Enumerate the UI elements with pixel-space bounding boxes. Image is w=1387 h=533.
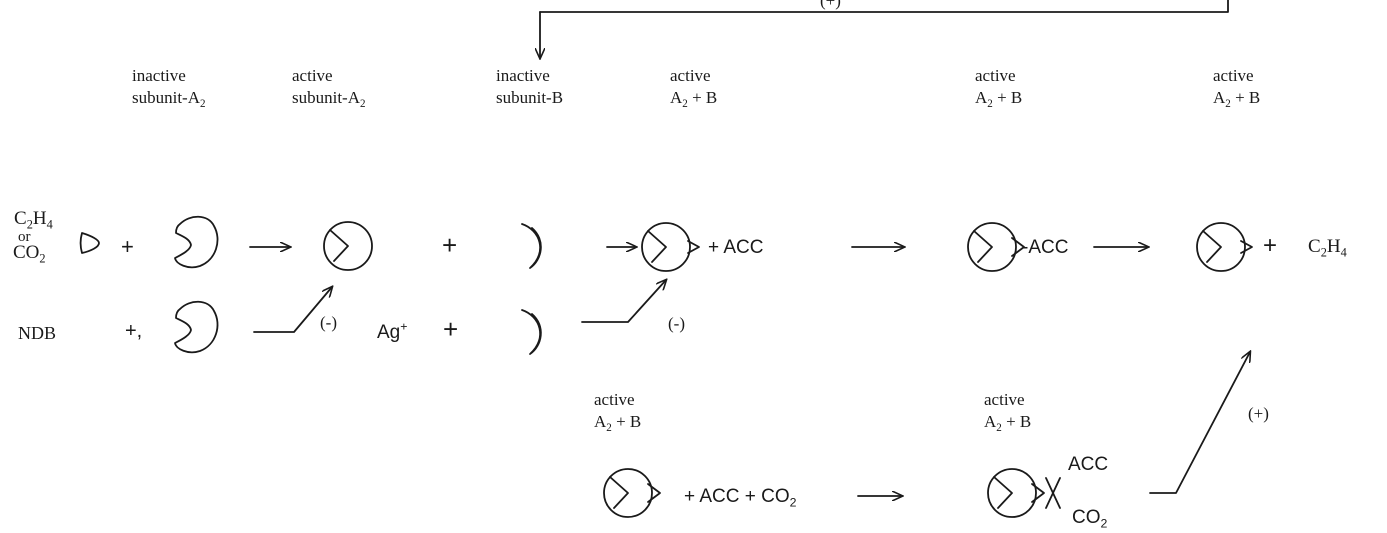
- inactive-subunit-a2-shape-1: [174, 215, 219, 269]
- inactive-subunit-b-shape-2: [521, 309, 542, 355]
- active-complex-shape-1: [641, 222, 691, 272]
- inhibition-arrow-1: [253, 287, 332, 333]
- row3-co2-label: CO2: [1072, 507, 1108, 531]
- row1-plus-3: +: [1263, 232, 1278, 259]
- header-label-active-a2b-1: active A2 + B: [670, 66, 718, 110]
- ligand-or-label: or: [18, 229, 31, 245]
- header-label-active-a2: active subunit-A2: [292, 66, 366, 110]
- row1-plus-acc: + ACC: [708, 237, 764, 258]
- row1-plus-2: +: [442, 230, 458, 260]
- promotion-sign: (+): [1248, 404, 1269, 423]
- ligand-shape: [79, 232, 100, 254]
- feedback-sign-top: (+): [820, 0, 841, 10]
- header-label-inactive-b: inactive subunit-B: [496, 66, 564, 107]
- row3-label-active-a2b-right: active A2 + B: [984, 390, 1032, 434]
- inhibition-sign-1: (-): [320, 313, 337, 332]
- inactive-subunit-b-shape: [521, 223, 542, 269]
- inhibition-sign-2: (-): [668, 314, 685, 333]
- inhibition-arrow-2: [581, 280, 666, 323]
- active-complex-shape-2: [1196, 222, 1246, 272]
- row3-reactants-label: + ACC + CO2: [684, 486, 797, 510]
- product-c2h4-label: C2H4: [1308, 236, 1347, 260]
- row2-plus-1: +,: [125, 320, 143, 342]
- row1-plus-1: +: [121, 234, 134, 259]
- ligand-co2-label: CO2: [13, 242, 46, 266]
- row1-complex-acc-label: -ACC: [1022, 237, 1069, 258]
- inhibitor-ndb-label: NDB: [18, 323, 57, 343]
- promotion-arrow: [1149, 352, 1250, 494]
- active-complex-shape-3: [603, 468, 653, 518]
- active-complex-acc-co2-shape: [987, 468, 1037, 518]
- row3-acc-label: ACC: [1068, 454, 1109, 475]
- feedback-line-top: [539, 0, 1229, 13]
- row2-plus-2: +: [443, 314, 459, 344]
- row3-label-active-a2b-left: active A2 + B: [594, 390, 642, 434]
- ligand-c2h4-label: C2H4: [14, 208, 53, 232]
- silver-ion-label: Ag+: [377, 319, 408, 343]
- header-label-active-a2b-2: active A2 + B: [975, 66, 1023, 110]
- header-label-active-a2b-3: active A2 + B: [1213, 66, 1261, 110]
- active-complex-acc-shape: [967, 222, 1017, 272]
- inactive-subunit-a2-shape-2: [174, 300, 219, 354]
- header-label-inactive-a2: inactive subunit-A2: [132, 66, 206, 110]
- active-subunit-a2-shape: [323, 221, 373, 271]
